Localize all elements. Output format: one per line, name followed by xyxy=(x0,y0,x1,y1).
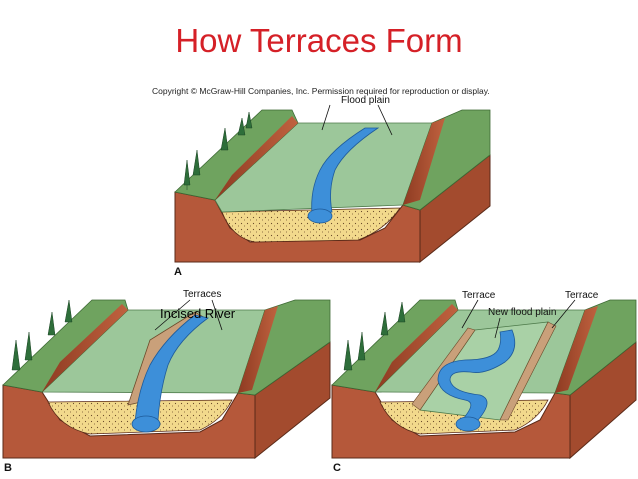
panel-b-left-upland xyxy=(2,299,129,393)
new-flood-plain-leader xyxy=(494,317,501,339)
panel-c-right-cliff xyxy=(555,306,598,393)
terrace-left-label: Terrace xyxy=(462,290,496,301)
panel-b-letter: B xyxy=(4,462,12,474)
terrace-right-label: Terrace xyxy=(565,290,599,301)
panel-b-block xyxy=(2,299,331,460)
terrace-right-leader xyxy=(551,299,576,329)
panel-a-left-cliff xyxy=(215,116,298,200)
copyright-notice: Copyright © McGraw-Hill Companies, Inc. … xyxy=(152,86,490,96)
terrace-left-leader xyxy=(461,299,479,329)
new-flood-plain-label: New flood plain xyxy=(488,307,557,318)
terraces-label: Terraces xyxy=(183,289,222,300)
panel-b-trees xyxy=(11,299,73,371)
panel-a-block xyxy=(174,109,491,264)
panel-a-sediment xyxy=(221,207,401,243)
flood-plain-leader-right xyxy=(377,104,393,136)
panel-b-right-cliff xyxy=(238,306,278,393)
panel-a-river-channel xyxy=(307,208,333,224)
panel-a-trees xyxy=(183,111,253,190)
panel-a-right-cliff xyxy=(403,118,445,205)
panel-c-letter: C xyxy=(333,462,341,474)
flood-plain-leader-left xyxy=(321,104,331,131)
terraces-leader-left xyxy=(154,299,191,331)
panel-c-block xyxy=(331,299,637,460)
panel-a-letter: A xyxy=(174,266,182,278)
panel-c-river-channel xyxy=(455,416,481,432)
panel-c-terrace-wall-right xyxy=(499,321,557,421)
panel-c-left-cliff xyxy=(375,304,458,392)
panel-a-river xyxy=(311,127,380,215)
panel-c-trees xyxy=(343,301,406,371)
panel-b-river-channel xyxy=(131,415,161,433)
terraces-leader-right xyxy=(211,299,223,331)
panel-b-left-cliff xyxy=(42,304,128,392)
flood-plain-label: Flood plain xyxy=(341,95,390,106)
incised-river-label: Incised River xyxy=(160,306,236,321)
page-title: How Terraces Form xyxy=(175,22,463,59)
panel-c-left-upland xyxy=(331,299,459,393)
